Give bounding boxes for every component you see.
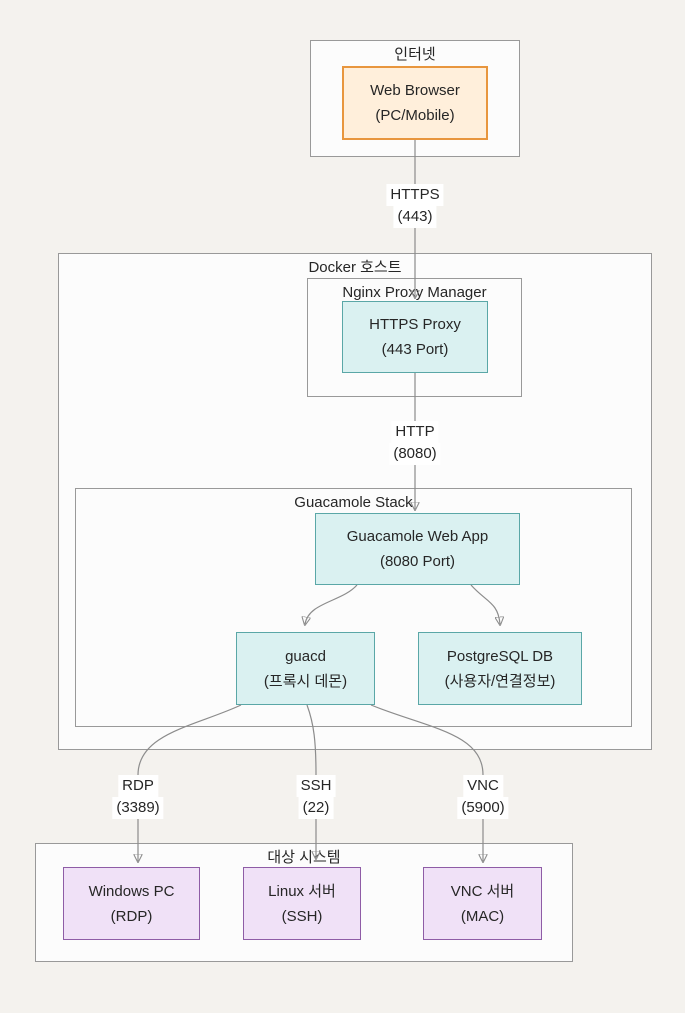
node-guacamole-web-app: Guacamole Web App (8080 Port) — [315, 513, 520, 585]
node-windows-pc-subtitle: (RDP) — [110, 907, 153, 925]
edge-label-http-port: (8080) — [389, 443, 441, 465]
edge-label-vnc: VNC (5900) — [457, 775, 509, 819]
node-https-proxy-subtitle: (443 Port) — [381, 341, 449, 358]
edge-label-rdp-port: (3389) — [112, 797, 164, 819]
node-guacd-title: guacd — [285, 647, 326, 665]
group-docker-host-label: Docker 호스트 — [308, 259, 402, 276]
edge-label-https-protocol: HTTPS — [386, 184, 444, 206]
group-internet-label: 인터넷 — [394, 46, 436, 63]
node-linux-server: Linux 서버 (SSH) — [243, 867, 361, 940]
node-linux-server-subtitle: (SSH) — [281, 907, 323, 925]
node-linux-server-title: Linux 서버 — [268, 882, 336, 900]
node-vnc-server-subtitle: (MAC) — [460, 907, 505, 925]
node-windows-pc-title: Windows PC — [88, 882, 175, 900]
node-postgresql-db-title: PostgreSQL DB — [446, 647, 554, 665]
node-https-proxy-title: HTTPS Proxy — [369, 316, 461, 333]
node-guacd: guacd (프록시 데몬) — [236, 632, 375, 705]
node-vnc-server-title: VNC 서버 — [450, 882, 515, 900]
node-https-proxy: HTTPS Proxy (443 Port) — [342, 301, 488, 373]
edge-label-http: HTTP (8080) — [389, 421, 441, 465]
edge-label-rdp: RDP (3389) — [112, 775, 164, 819]
edge-label-https: HTTPS (443) — [386, 184, 444, 228]
node-guacamole-web-app-title: Guacamole Web App — [346, 528, 489, 545]
group-guacamole-stack: Guacamole Stack — [75, 488, 632, 727]
group-nginx-label: Nginx Proxy Manager — [342, 284, 487, 301]
edge-label-vnc-protocol: VNC — [463, 775, 503, 797]
node-guacamole-web-app-subtitle: (8080 Port) — [379, 553, 456, 570]
group-guacamole-stack-label: Guacamole Stack — [294, 494, 413, 511]
group-target-systems-label: 대상 시스템 — [267, 849, 341, 866]
node-guacd-subtitle: (프록시 데몬) — [263, 672, 348, 690]
node-web-browser: Web Browser (PC/Mobile) — [342, 66, 488, 140]
edge-label-ssh-port: (22) — [298, 797, 334, 819]
node-windows-pc: Windows PC (RDP) — [63, 867, 200, 940]
edge-label-rdp-protocol: RDP — [118, 775, 158, 797]
node-web-browser-subtitle: (PC/Mobile) — [375, 107, 455, 124]
node-vnc-server: VNC 서버 (MAC) — [423, 867, 542, 940]
node-postgresql-db-subtitle: (사용자/연결정보) — [444, 672, 556, 690]
edge-label-ssh: SSH (22) — [296, 775, 336, 819]
edge-label-ssh-protocol: SSH — [296, 775, 336, 797]
edge-label-vnc-port: (5900) — [457, 797, 509, 819]
node-postgresql-db: PostgreSQL DB (사용자/연결정보) — [418, 632, 582, 705]
node-web-browser-title: Web Browser — [370, 82, 460, 99]
edge-label-http-protocol: HTTP — [391, 421, 439, 443]
edge-label-https-port: (443) — [393, 206, 437, 228]
